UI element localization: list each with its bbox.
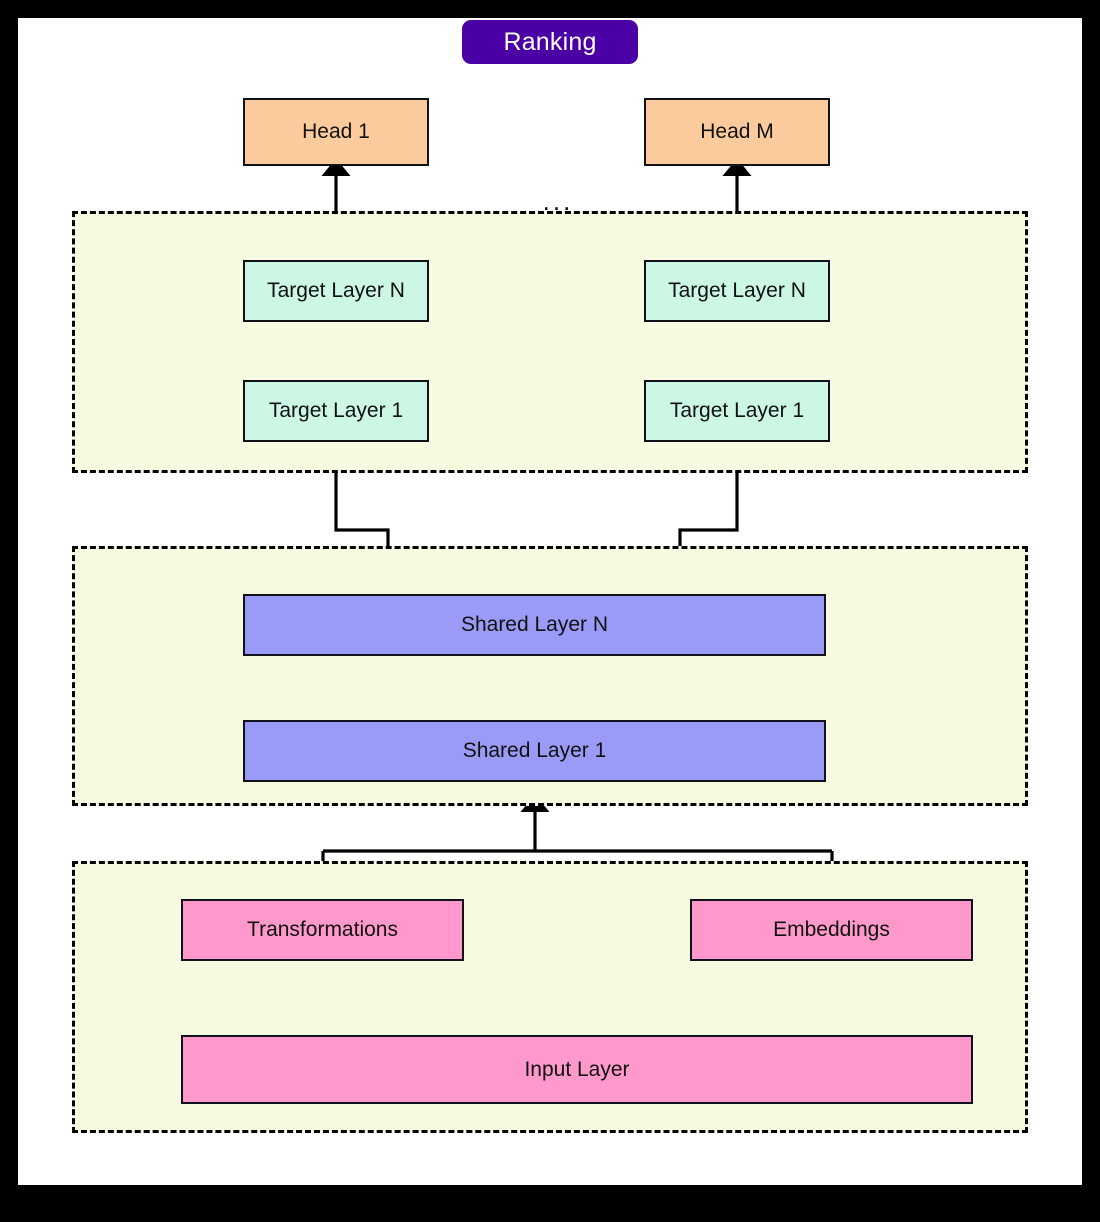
- diagram-title: Ranking: [503, 27, 597, 56]
- head-label-m: Head M: [700, 120, 774, 144]
- target-layer-n-left-label: Target Layer N: [267, 279, 405, 303]
- target-tower-group: [72, 211, 1028, 473]
- target-layer-1-left-label: Target Layer 1: [268, 399, 404, 423]
- diagram-title-badge: Ranking: [462, 20, 638, 64]
- heads-ellipsis: ...: [542, 186, 574, 216]
- input-layer-label: Input Layer: [524, 1057, 630, 1081]
- target-layer-n-left[interactable]: Target Layer N: [243, 260, 429, 322]
- target-layer-1-right-label: Target Layer 1: [669, 399, 805, 423]
- target-layer-n-right[interactable]: Target Layer N: [644, 260, 830, 322]
- embeddings-box[interactable]: Embeddings: [690, 899, 973, 961]
- head-box-1[interactable]: Head 1: [243, 98, 429, 166]
- transformations-label: Transformations: [247, 918, 398, 942]
- head-box-m[interactable]: Head M: [644, 98, 830, 166]
- target-layer-n-right-label: Target Layer N: [668, 279, 806, 303]
- target-layer-1-left[interactable]: Target Layer 1: [243, 380, 429, 442]
- transformations-box[interactable]: Transformations: [181, 899, 464, 961]
- diagram-canvas: Ranking Head 1 Head M ... Target Layer N…: [18, 18, 1082, 1185]
- shared-layer-1-label: Shared Layer 1: [462, 739, 607, 763]
- shared-layer-n-label: Shared Layer N: [460, 613, 609, 637]
- input-layer-box[interactable]: Input Layer: [181, 1035, 973, 1104]
- shared-layer-n[interactable]: Shared Layer N: [243, 594, 826, 656]
- target-layer-1-right[interactable]: Target Layer 1: [644, 380, 830, 442]
- shared-layer-1[interactable]: Shared Layer 1: [243, 720, 826, 782]
- head-label-1: Head 1: [302, 120, 370, 144]
- embeddings-label: Embeddings: [773, 918, 890, 942]
